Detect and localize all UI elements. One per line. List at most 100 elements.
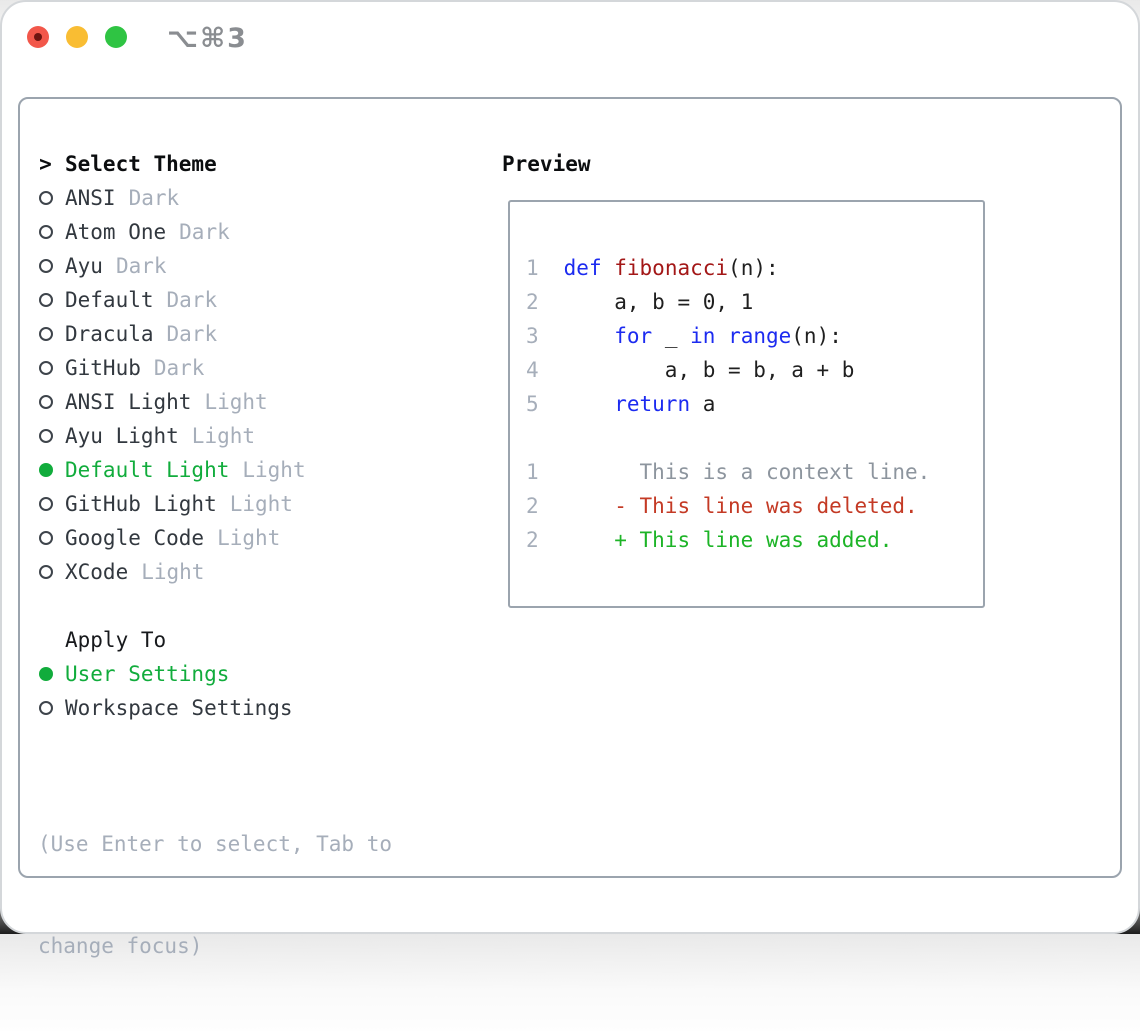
radio-unselected-icon xyxy=(38,327,53,341)
radio-unselected-icon xyxy=(38,395,53,409)
diff-text: + This line was added. xyxy=(563,528,893,552)
help-text-line: (Use Enter to select, Tab to xyxy=(38,832,393,856)
prompt-caret-icon: > xyxy=(39,152,52,176)
apply-option-user-settings[interactable]: User Settings xyxy=(38,657,466,691)
code-line: 5 return a xyxy=(526,387,983,421)
theme-variant: Light xyxy=(217,526,281,550)
code-segment: for xyxy=(614,324,653,348)
code-line: 4 a, b = b, a + b xyxy=(526,353,983,387)
theme-variant: Dark xyxy=(166,288,218,312)
apply-option-label: User Settings xyxy=(65,662,230,686)
minimize-button[interactable] xyxy=(66,26,88,48)
code-segment: a, b = 0, 1 xyxy=(563,290,754,314)
keyboard-shortcut-label: ⌥⌘3 xyxy=(167,23,248,54)
theme-option-ayu[interactable]: Ayu Dark xyxy=(38,249,466,283)
theme-option-xcode[interactable]: XCode Light xyxy=(38,555,466,589)
code-segment: in xyxy=(690,324,716,348)
code-segment: a, b = b, a + b xyxy=(563,358,855,382)
theme-variant: Light xyxy=(229,492,293,516)
theme-variant: Dark xyxy=(166,322,218,346)
theme-variant: Dark xyxy=(115,254,167,278)
theme-option-github[interactable]: GitHub Dark xyxy=(38,351,466,385)
code-segment xyxy=(602,256,615,280)
theme-name: Ayu xyxy=(65,254,103,278)
code-segment xyxy=(715,324,728,348)
apply-option-label: Workspace Settings xyxy=(65,696,293,720)
radio-unselected-icon xyxy=(38,531,53,545)
close-button[interactable] xyxy=(27,26,49,48)
help-text: (Use Enter to select, Tab to change focu… xyxy=(38,759,466,1031)
diff-line-added: 2 + This line was added. xyxy=(526,523,983,557)
theme-name: Atom One xyxy=(65,220,167,244)
radio-unselected-icon xyxy=(38,191,53,205)
theme-name: Ayu Light xyxy=(65,424,179,448)
radio-unselected-icon xyxy=(38,497,53,511)
radio-unselected-icon xyxy=(38,429,53,443)
line-number: 5 xyxy=(526,392,539,416)
theme-option-default[interactable]: Default Dark xyxy=(38,283,466,317)
line-number: 4 xyxy=(526,358,539,382)
line-number: 2 xyxy=(526,494,539,518)
help-text-line: change focus) xyxy=(38,934,203,958)
line-number: 2 xyxy=(526,290,539,314)
theme-name: GitHub Light xyxy=(65,492,217,516)
radio-unselected-icon xyxy=(38,701,53,715)
theme-name: Default Light xyxy=(65,458,230,482)
diff-preview: 1 This is a context line. 2 - This line w… xyxy=(526,455,983,557)
theme-name: Dracula xyxy=(65,322,154,346)
theme-variant: Dark xyxy=(153,356,205,380)
theme-variant: Dark xyxy=(128,186,180,210)
radio-unselected-icon xyxy=(38,565,53,579)
theme-name: Google Code xyxy=(65,526,205,550)
code-segment: fibonacci xyxy=(614,256,729,280)
radio-unselected-icon xyxy=(38,293,53,307)
theme-option-dracula[interactable]: Dracula Dark xyxy=(38,317,466,351)
close-button-dot-icon xyxy=(34,33,42,41)
theme-option-google-code[interactable]: Google Code Light xyxy=(38,521,466,555)
code-segment: a xyxy=(690,392,716,416)
theme-variant: Light xyxy=(204,390,268,414)
code-segment xyxy=(564,324,615,348)
code-segment: range xyxy=(728,324,792,348)
theme-option-ayu-light[interactable]: Ayu Light Light xyxy=(38,419,466,453)
line-number: 1 xyxy=(526,256,539,280)
theme-option-github-light[interactable]: GitHub Light Light xyxy=(38,487,466,521)
diff-text: - This line was deleted. xyxy=(563,494,918,518)
theme-option-ansi[interactable]: ANSI Dark xyxy=(38,181,466,215)
select-theme-heading-label: Select Theme xyxy=(65,152,217,176)
theme-name: GitHub xyxy=(65,356,141,380)
line-number: 2 xyxy=(526,528,539,552)
radio-selected-icon xyxy=(38,463,53,477)
preview-heading-label: Preview xyxy=(502,152,591,176)
radio-unselected-icon xyxy=(38,361,53,375)
theme-variant: Light xyxy=(191,424,256,448)
code-segment: return xyxy=(614,392,691,416)
apply-option-workspace-settings[interactable]: Workspace Settings xyxy=(38,691,466,725)
code-segment: _ xyxy=(652,324,691,348)
apply-to-heading: Apply To xyxy=(38,623,466,657)
blank-line xyxy=(526,421,983,455)
theme-name: Default xyxy=(65,288,154,312)
diff-line-context: 1 This is a context line. xyxy=(526,455,983,489)
diff-text: This is a context line. xyxy=(563,460,931,484)
titlebar: ⌥⌘3 xyxy=(2,2,1138,97)
code-segment xyxy=(564,392,615,416)
code-line: 3 for _ in range(n): xyxy=(526,319,983,353)
code-segment: def xyxy=(563,256,602,280)
theme-name: ANSI xyxy=(65,186,116,210)
zoom-button[interactable] xyxy=(105,26,127,48)
line-number: 1 xyxy=(526,460,539,484)
traffic-lights xyxy=(27,26,127,48)
line-number: 3 xyxy=(526,324,539,348)
theme-name: XCode xyxy=(65,560,129,584)
theme-variant: Light xyxy=(141,560,205,584)
